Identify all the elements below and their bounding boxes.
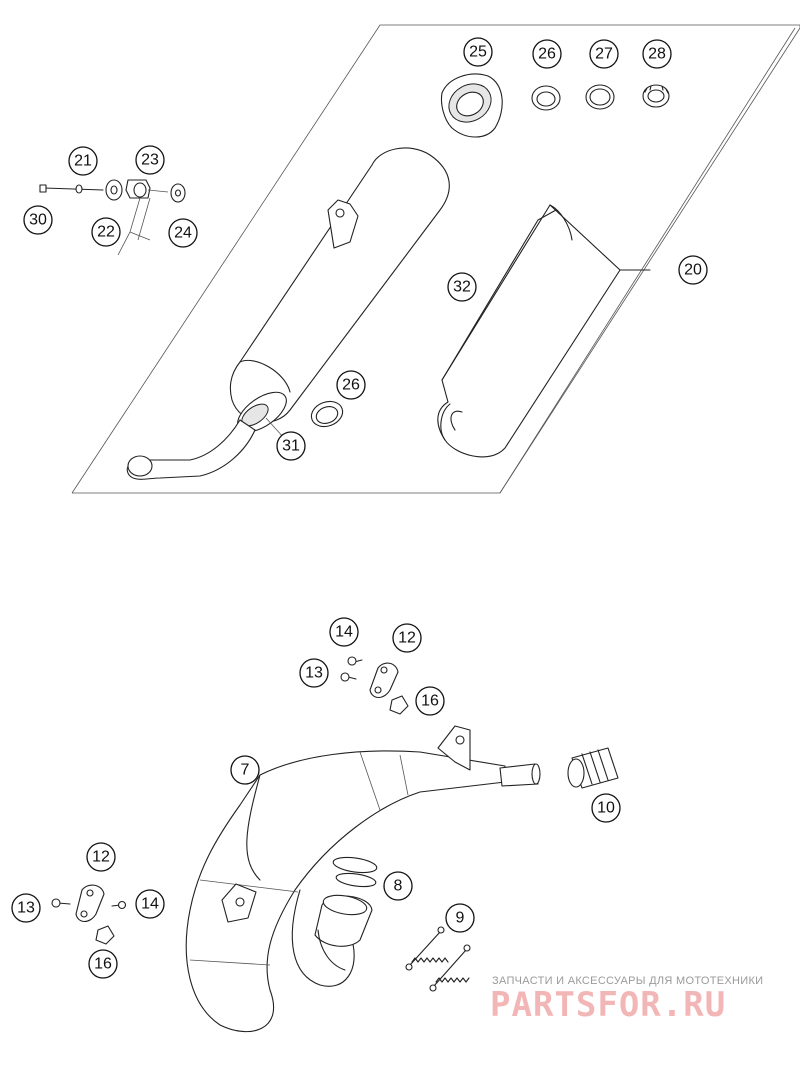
- part-8-o-rings: [314, 856, 378, 971]
- fastener-set-bottom: [51, 884, 127, 945]
- callout-21: 21: [68, 146, 98, 176]
- callout-13-bottom: 13: [11, 893, 41, 923]
- svg-text:25: 25: [469, 44, 487, 61]
- callout-20: 20: [678, 255, 708, 285]
- svg-text:31: 31: [282, 438, 300, 455]
- fastener-set: [39, 179, 186, 256]
- svg-text:26: 26: [342, 377, 360, 394]
- callout-7: 7: [230, 755, 260, 785]
- part-26-ring-lower: [310, 400, 344, 428]
- svg-text:16: 16: [421, 693, 439, 710]
- watermark: ЗАПЧАСТИ И АКСЕССУАРЫ ДЛЯ МОТОТЕХНИКИ PA…: [490, 975, 763, 1025]
- callout-12-bottom: 12: [86, 842, 116, 872]
- callout-8: 8: [383, 871, 413, 901]
- part-31-silencer-body: [126, 147, 450, 480]
- callout-27: 27: [589, 39, 619, 69]
- svg-text:22: 22: [97, 224, 115, 241]
- svg-text:14: 14: [141, 896, 159, 913]
- svg-text:30: 30: [29, 212, 47, 229]
- callout-31: 31: [276, 431, 306, 461]
- callout-22: 22: [91, 217, 121, 247]
- silencer-group-frame: [71, 24, 800, 494]
- part-9-springs: [405, 926, 471, 992]
- svg-text:8: 8: [394, 878, 403, 895]
- callout-26-lower: 26: [336, 370, 366, 400]
- watermark-logo: PARTSFOR.RU: [490, 985, 726, 1025]
- callout-24: 24: [168, 218, 198, 248]
- callout-25: 25: [463, 37, 493, 67]
- svg-text:26: 26: [538, 46, 556, 63]
- svg-text:20: 20: [684, 262, 702, 279]
- svg-text:16: 16: [94, 956, 112, 973]
- callout-32: 32: [447, 272, 477, 302]
- callout-28: 28: [642, 39, 672, 69]
- callout-26-top: 26: [532, 39, 562, 69]
- part-27-gasket: [585, 84, 615, 110]
- svg-text:10: 10: [597, 800, 615, 817]
- svg-text:12: 12: [398, 630, 416, 647]
- callout-14-bottom: 14: [135, 889, 165, 919]
- svg-text:24: 24: [174, 225, 192, 242]
- watermark-subtitle: ЗАПЧАСТИ И АКСЕССУАРЫ ДЛЯ МОТОТЕХНИКИ: [492, 975, 763, 987]
- part-7-header-pipe: [185, 725, 541, 1033]
- svg-text:27: 27: [595, 46, 613, 63]
- part-32-inner-sheet: [437, 204, 651, 458]
- callout-23: 23: [135, 145, 165, 175]
- part-26-ring-top: [531, 85, 561, 111]
- svg-text:23: 23: [141, 152, 159, 169]
- svg-text:7: 7: [241, 762, 250, 779]
- svg-text:21: 21: [74, 153, 92, 170]
- callout-9: 9: [445, 903, 475, 933]
- svg-text:32: 32: [453, 279, 471, 296]
- part-28-bushing: [642, 84, 670, 108]
- svg-text:14: 14: [335, 624, 353, 641]
- svg-text:13: 13: [17, 900, 35, 917]
- fastener-set-top: [340, 656, 409, 715]
- callout-10: 10: [591, 793, 621, 823]
- svg-text:13: 13: [305, 665, 323, 682]
- callout-30: 30: [23, 205, 53, 235]
- part-10-rubber-sleeve: [567, 747, 619, 789]
- part-25-end-cap: [440, 73, 503, 138]
- callout-14-top: 14: [329, 617, 359, 647]
- svg-text:12: 12: [92, 849, 110, 866]
- callout-16-bottom: 16: [88, 949, 118, 979]
- callout-12-top: 12: [392, 623, 422, 653]
- callout-13-top: 13: [299, 658, 329, 688]
- svg-text:28: 28: [648, 46, 666, 63]
- svg-text:9: 9: [456, 910, 465, 927]
- callout-16-top: 16: [415, 686, 445, 716]
